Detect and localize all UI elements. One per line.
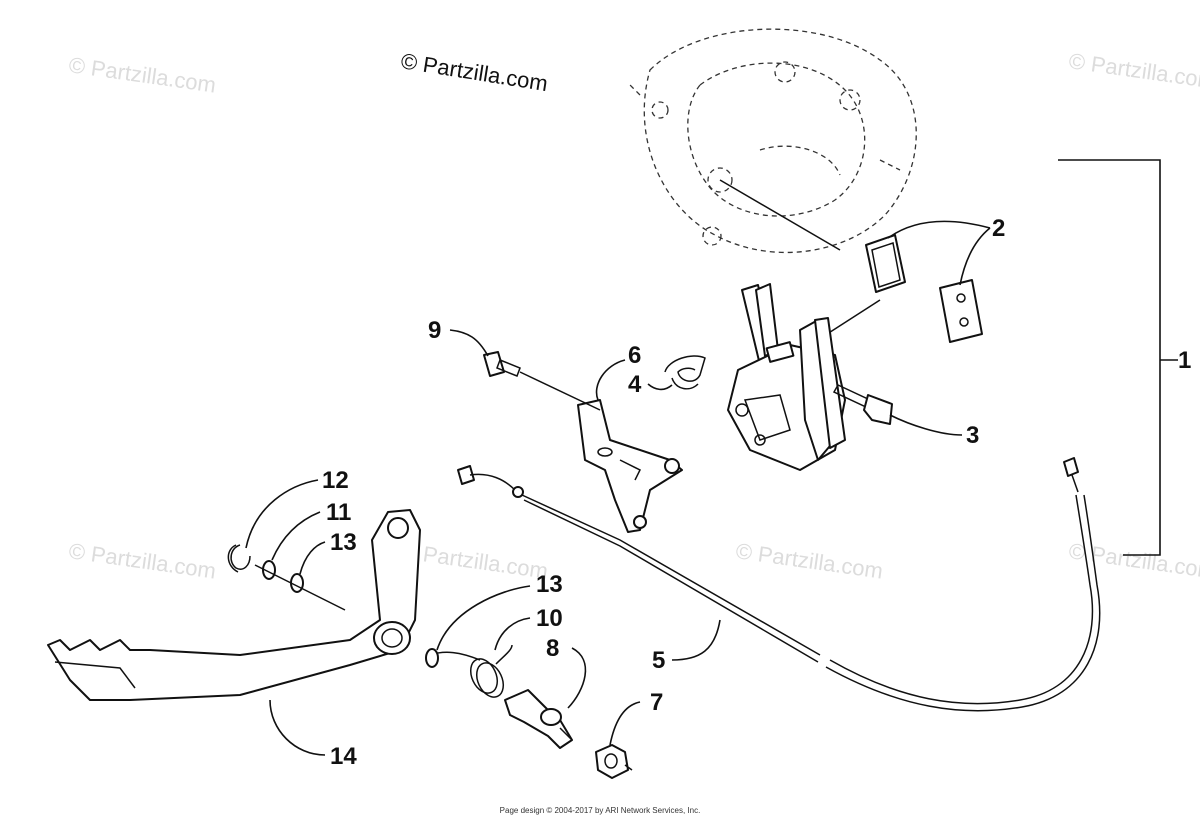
- flat-washer: [262, 560, 276, 580]
- o-ring: [290, 573, 304, 593]
- axis-line: [254, 564, 346, 611]
- leader-14: [269, 699, 326, 756]
- leader-8: [567, 647, 587, 709]
- caliper-bolt: [832, 384, 893, 425]
- leader-7: [609, 701, 641, 746]
- watermark-text: © Partzilla.com: [67, 52, 217, 97]
- leader-12: [245, 479, 319, 549]
- leader-13a: [299, 541, 326, 575]
- leader-11: [271, 511, 321, 561]
- spring-clip: [664, 355, 706, 390]
- leader-2b: [959, 227, 991, 286]
- washer: [425, 648, 439, 668]
- watermark-text: © Partzilla.com: [67, 538, 217, 583]
- cable-bracket: [577, 399, 683, 533]
- callout-12[interactable]: 12: [322, 467, 349, 494]
- brake-cable: [457, 457, 1101, 712]
- copyright-text: © Partzilla.com: [399, 48, 549, 96]
- callout-13a[interactable]: 13: [330, 529, 357, 556]
- pivot-bolt: [483, 351, 521, 377]
- callout-7[interactable]: 7: [650, 689, 663, 716]
- lock-nut: [595, 744, 629, 779]
- axis-line: [719, 179, 841, 251]
- watermark-text: © Partzilla.com: [734, 538, 884, 583]
- leader-10: [494, 617, 531, 651]
- callout-2[interactable]: 2: [992, 215, 1005, 242]
- callout-10[interactable]: 10: [536, 605, 563, 632]
- retaining-ring: [227, 544, 251, 573]
- leader-5: [671, 619, 721, 661]
- pivot-shaft: [504, 689, 573, 749]
- callout-6[interactable]: 6: [628, 342, 641, 369]
- brake-pedal: [47, 509, 421, 701]
- axis-line: [624, 764, 633, 771]
- watermark-text: © Partzilla.com: [1067, 48, 1200, 93]
- brake-pad-lower: [939, 279, 983, 343]
- watermark-text: © Partzilla.com: [399, 538, 549, 583]
- callout-5[interactable]: 5: [652, 647, 665, 674]
- leader-9: [449, 329, 489, 357]
- footer-text: Page design © 2004-2017 by ARI Network S…: [499, 806, 701, 815]
- callout-1[interactable]: 1: [1178, 347, 1191, 374]
- axis-line: [519, 371, 601, 411]
- watermark-text: © Partzilla.com: [1067, 538, 1200, 583]
- brake-pad-upper: [865, 234, 906, 293]
- brake-caliper: [727, 283, 846, 471]
- callout-11[interactable]: 11: [326, 499, 351, 526]
- callout-9[interactable]: 9: [428, 317, 441, 344]
- leader-13b: [436, 585, 531, 651]
- callout-8[interactable]: 8: [546, 635, 559, 662]
- wheel-hub-ghost: [629, 28, 917, 253]
- callout-3[interactable]: 3: [966, 422, 979, 449]
- leader-4: [647, 383, 673, 391]
- callout-4[interactable]: 4: [628, 371, 642, 398]
- leader-6: [595, 359, 626, 401]
- leader-2a: [887, 220, 991, 239]
- return-spring: [429, 644, 513, 698]
- callout-13b[interactable]: 13: [536, 571, 563, 598]
- assembly-bracket: [1058, 159, 1161, 556]
- leader-3: [889, 414, 963, 436]
- callout-14[interactable]: 14: [330, 743, 357, 770]
